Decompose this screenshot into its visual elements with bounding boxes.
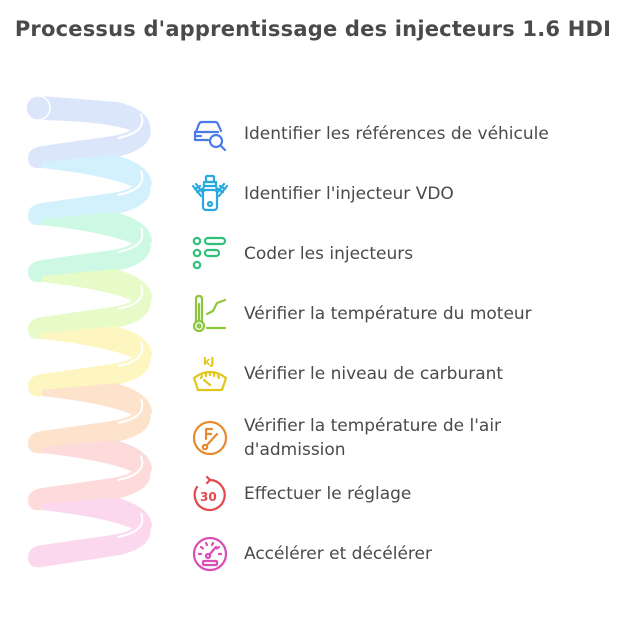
step-label: Identifier les références de véhicule	[244, 124, 549, 144]
coil-back-band	[42, 269, 152, 305]
coil-front-band	[28, 116, 151, 169]
svg-text:30: 30	[200, 490, 217, 504]
coil-top-cap	[25, 95, 51, 121]
coil-back-band	[42, 155, 152, 191]
step-label: Identifier l'injecteur VDO	[244, 184, 454, 204]
coil-front-band	[28, 230, 151, 283]
page-title: Processus d'apprentissage des injecteurs…	[14, 17, 612, 41]
step-label: Vérifier le niveau de carburant	[244, 364, 504, 384]
step-identify-vdo-injector: Identifier l'injecteur VDO	[190, 174, 610, 214]
step-check-engine-temperature: Vérifier la température du moteur	[190, 294, 610, 334]
coil-back-band	[42, 212, 152, 248]
step-label: Effectuer le réglage	[244, 484, 412, 504]
speedometer-icon	[190, 534, 230, 574]
coil-front-band	[28, 515, 151, 568]
code-list-icon	[190, 234, 230, 274]
step-label: Accélérer et décélérer	[244, 544, 432, 564]
step-label: Vérifier la température du moteur	[244, 304, 532, 324]
coil-front-band	[28, 344, 151, 397]
step-perform-adjustment: 30 Effectuer le réglage	[190, 474, 610, 514]
thermometer-graph-icon	[190, 294, 230, 334]
coil-front-band	[28, 401, 151, 454]
car-search-icon	[190, 114, 230, 154]
coil-front-band	[28, 173, 151, 226]
step-code-injectors: Coder les injecteurs	[190, 234, 610, 274]
step-label: Coder les injecteurs	[244, 244, 414, 264]
step-identify-vehicle-references: Identifier les références de véhicule	[190, 114, 610, 154]
step-check-fuel-level: kJ Vérifier le niveau de carburant	[190, 354, 610, 394]
coil-back-band	[42, 497, 152, 533]
coil-back-band	[42, 440, 152, 476]
step-accelerate-decelerate: Accélérer et décélérer	[190, 534, 610, 574]
coil-back-band	[42, 383, 152, 419]
coil-back-band	[42, 326, 152, 362]
coil-back-band	[40, 96, 150, 134]
rotate-30-icon: 30	[190, 474, 230, 514]
coil-front-band	[28, 287, 151, 340]
air-temperature-gauge-icon	[190, 418, 230, 458]
fuel-gauge-kj-icon: kJ	[190, 354, 230, 394]
step-label: Vérifier la température de l'air d'admis…	[244, 416, 502, 460]
injector-engine-icon	[190, 174, 230, 214]
svg-text:kJ: kJ	[203, 355, 214, 368]
coil-front-band	[28, 458, 151, 511]
step-check-intake-air-temperature: Vérifier la température de l'air d'admis…	[190, 414, 610, 462]
